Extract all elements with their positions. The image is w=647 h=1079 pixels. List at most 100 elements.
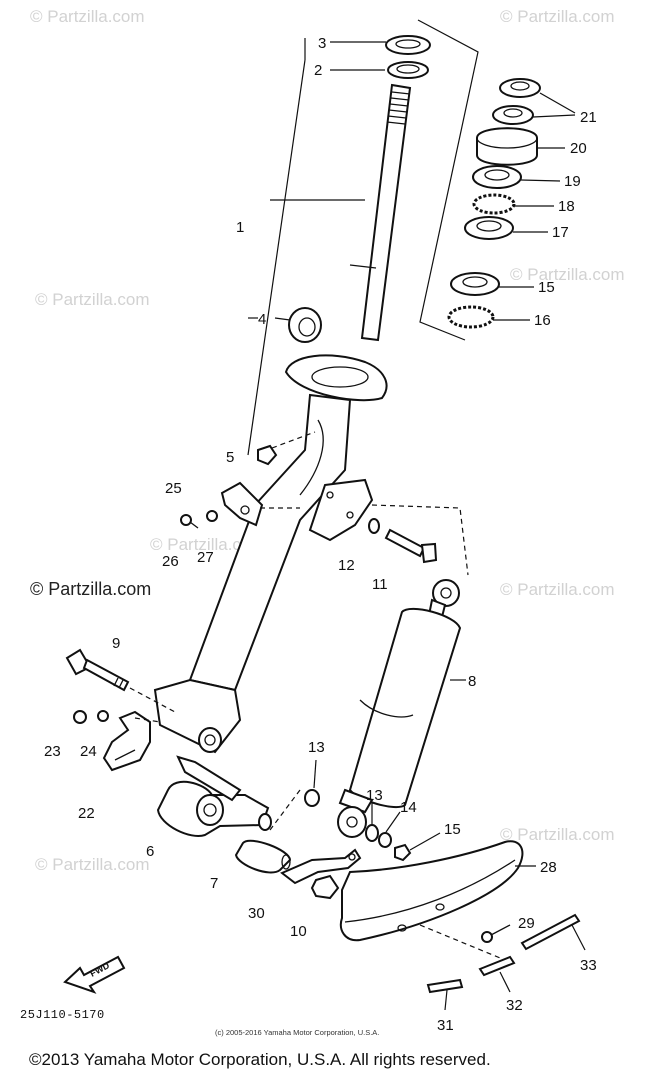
callout-30: 29 [518, 915, 535, 932]
drawing-code: 25J110-5170 [20, 1008, 105, 1022]
callout-33: 32 [506, 997, 523, 1014]
part-6-pivot-arm [156, 755, 272, 837]
part-16-race [450, 272, 500, 296]
leader-33 [499, 971, 511, 993]
part-31-plate [280, 848, 362, 885]
part-21-ring [476, 127, 538, 166]
watermark: © Partzilla.com [35, 855, 150, 874]
leader-23 [134, 717, 161, 723]
callout-12: 12 [338, 557, 355, 574]
callout-28: 27 [197, 549, 214, 566]
callout-25: 24 [80, 743, 97, 760]
part-19-ball-race [472, 193, 516, 215]
footer-copyright: ©2013 Yamaha Motor Corporation, U.S.A. A… [29, 1050, 491, 1069]
callout-20: 19 [564, 173, 581, 190]
callout-15: 15 [444, 821, 461, 838]
part-14-washer [378, 832, 392, 848]
watermark: © Partzilla.com [30, 7, 145, 26]
callout-31: 30 [248, 905, 265, 922]
callout-21: 20 [570, 140, 587, 157]
part-34-trim [520, 913, 581, 951]
shock-upper-dash [371, 504, 469, 576]
callout-14: 14 [400, 799, 417, 816]
leader-6-dash [269, 789, 301, 831]
watermark: © Partzilla.com [150, 535, 265, 554]
leader-14 [385, 811, 401, 833]
callout-32: 31 [437, 1017, 454, 1034]
callout-13-b: 13 [366, 787, 383, 804]
callout-4: 4 [258, 311, 266, 328]
callout-22: 21 [580, 109, 597, 126]
leader-34 [571, 924, 586, 951]
part-1-steering-column [153, 83, 412, 754]
part-20-race [472, 165, 522, 189]
callout-24: 23 [44, 743, 61, 760]
part-2-washer [387, 61, 429, 79]
watermark: © Partzilla.com [500, 825, 615, 844]
part-11-bolt [384, 528, 438, 564]
callout-17: 16 [534, 312, 551, 329]
callout-23: 22 [78, 805, 95, 822]
part-15-nut [394, 843, 412, 862]
part-23-clip [102, 710, 151, 772]
callout-18: 17 [552, 224, 569, 241]
part-26-clamp [220, 481, 264, 527]
callout-34: 33 [580, 957, 597, 974]
watermark: © Partzilla.com [35, 290, 150, 309]
part-29-cover [340, 840, 524, 942]
callout-11: 11 [372, 576, 388, 593]
part-22-locknut-2 [492, 105, 534, 125]
part-27-bolt [180, 514, 199, 529]
callout-5: 5 [226, 449, 234, 466]
fwd-arrow-icon: FWD [63, 955, 126, 994]
callout-6: 6 [146, 843, 154, 860]
part-3-seal [385, 35, 431, 55]
callout-2: 2 [314, 62, 322, 79]
bearing-leaders [493, 92, 576, 321]
bracket-1 [247, 38, 306, 456]
callout-29: 28 [540, 859, 557, 876]
callout-8: 8 [468, 673, 476, 690]
leader-29-dash [419, 924, 506, 961]
part-5-nut [257, 444, 278, 466]
part-4-bushing [288, 307, 322, 343]
part-7-collar [234, 839, 292, 874]
part-8-shock-absorber [337, 579, 462, 838]
watermark: © Partzilla.com [510, 265, 625, 284]
callout-27: 26 [162, 553, 179, 570]
watermark-group: © Partzilla.com © Partzilla.com © Partzi… [30, 7, 625, 874]
leader-15 [409, 832, 441, 851]
leader-5 [271, 431, 316, 449]
part-24-bolt [73, 710, 87, 724]
callout-3: 3 [318, 35, 326, 52]
part-33-trim [478, 955, 516, 977]
part-28-washer [206, 510, 218, 522]
part-13-washer-b [365, 824, 379, 842]
part-18-race [464, 216, 514, 240]
bearing-kit-bracket [417, 19, 479, 341]
callout-19: 18 [558, 198, 575, 215]
callout-labels: 3 2 1 4 5 21 20 19 18 17 15 16 25 26 27 … [44, 35, 597, 1034]
callout-9: 9 [112, 635, 120, 652]
callout-13-a: 13 [308, 739, 325, 756]
callout-7: 7 [210, 875, 218, 892]
part-30-screw [481, 924, 511, 943]
part-12-washer [368, 518, 380, 534]
part-9-bolt [65, 648, 130, 692]
callout-10: 10 [290, 923, 307, 940]
part-13-washer-a [304, 789, 320, 807]
callout-16: 15 [538, 279, 555, 296]
leader-13a [313, 759, 317, 789]
part-10-nut [310, 874, 340, 900]
part-25-washer [97, 710, 109, 722]
watermark: © Partzilla.com [30, 579, 151, 599]
part-17-ball-race [447, 305, 495, 329]
part-32-trim [426, 978, 464, 994]
leader-32 [444, 989, 448, 1011]
callout-1: 1 [236, 219, 244, 236]
image-copyright: (c) 2005-2016 Yamaha Motor Corporation, … [215, 1028, 380, 1037]
leader-4 [274, 317, 291, 321]
callout-26: 25 [165, 480, 182, 497]
watermark: © Partzilla.com [500, 7, 615, 26]
